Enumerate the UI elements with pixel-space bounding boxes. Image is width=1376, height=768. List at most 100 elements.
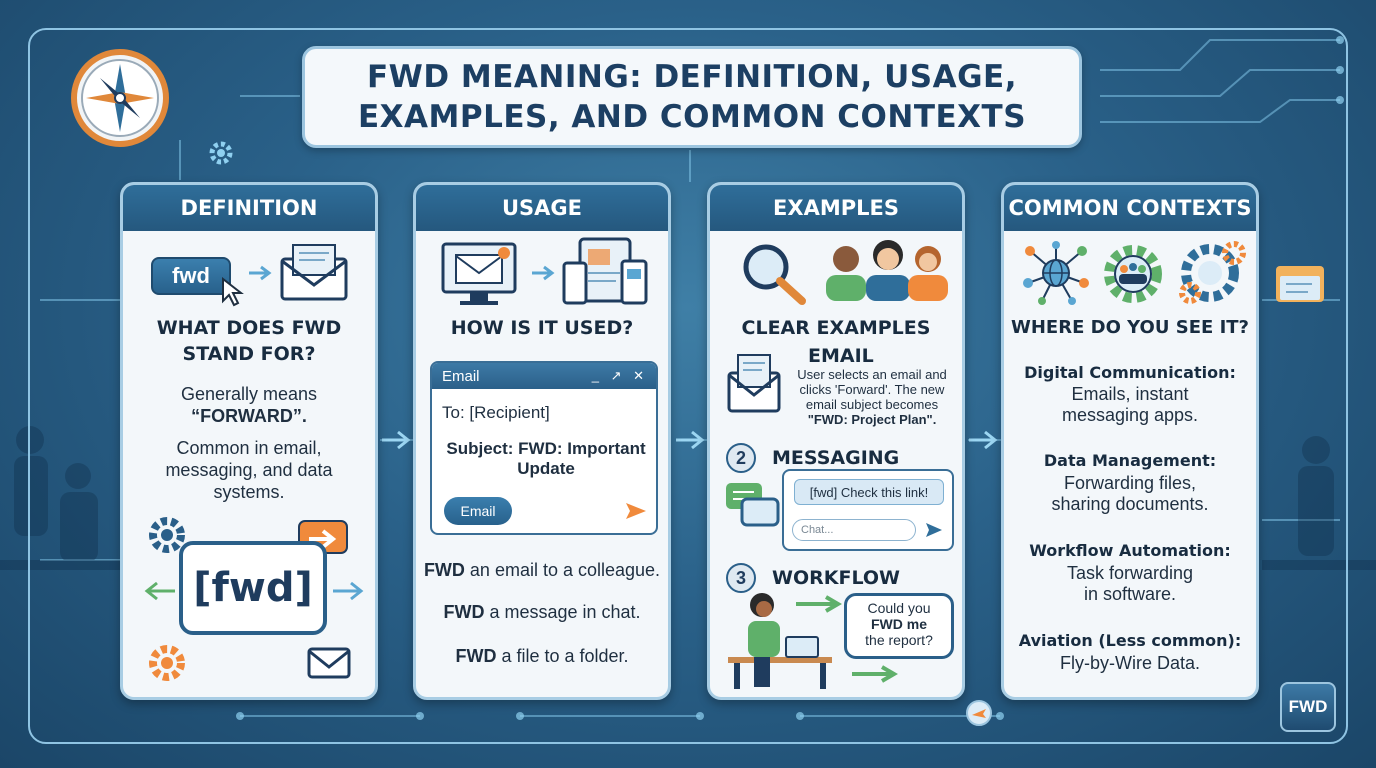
chat-input: Chat... <box>792 519 916 541</box>
usage-panel: USAGE HOW IS IT USED? Email _ ↗ ✕ To: [R… <box>413 182 671 700</box>
contexts-panel: COMMON CONTEXTS WHERE DO YOU SEE IT? Dig… <box>1001 182 1259 700</box>
fwd-logo: FWD <box>1280 682 1336 732</box>
gears-icon <box>1179 241 1246 304</box>
title-line-1: FWD MEANING: DEFINITION, USAGE, <box>366 59 1017 95</box>
definition-header: DEFINITION <box>123 185 375 231</box>
team-gear-icon <box>1104 245 1162 303</box>
email-send-button: Email <box>444 497 512 525</box>
title-line-2: EXAMPLES, AND COMMON CONTEXTS <box>357 99 1027 135</box>
envelope-icon <box>280 244 348 301</box>
speech-line-2: FWD me <box>871 616 927 632</box>
speech-line-1: Could you <box>867 600 931 616</box>
email-title: Email <box>442 367 480 385</box>
contexts-question: WHERE DO YOU SEE IT? <box>1011 317 1249 338</box>
email-to-line: To: [Recipient] <box>442 403 550 422</box>
definition-common-1: Common in email, <box>176 438 322 458</box>
usage-example-1-keyword: FWD <box>423 560 465 580</box>
person-at-desk-icon <box>728 593 832 689</box>
email-example-desc-3: email subject becomes <box>805 397 939 412</box>
email-example-desc-2: clicks 'Forward'. The new <box>799 382 945 397</box>
arrow-right-icon <box>532 265 555 281</box>
context-title-4: Aviation (Less common): <box>1018 631 1242 650</box>
email-window: Email _ ↗ ✕ To: [Recipient] Subject: FWD… <box>430 361 658 535</box>
usage-example-2-keyword: FWD <box>443 602 485 622</box>
people-icon <box>826 240 948 301</box>
context-desc-1a: Emails, instant <box>1071 384 1189 404</box>
arrow-right-icon <box>333 581 364 601</box>
usage-example-3-keyword: FWD <box>455 646 497 666</box>
envelope-icon <box>727 354 781 413</box>
workflow-example-label: WORKFLOW <box>772 567 900 589</box>
definition-common-2: messaging, and data <box>165 460 333 480</box>
examples-panel: EXAMPLES CLEAR EXAMPLES EMAIL User selec… <box>707 182 965 700</box>
email-title-bar: Email _ ↗ ✕ <box>432 363 656 389</box>
chat-window: [fwd] Check this link! Chat... <box>782 469 954 551</box>
monitor-icon <box>441 242 517 305</box>
chat-bubbles-icon <box>726 483 780 527</box>
flow-arrow-icon <box>969 430 998 450</box>
email-example-desc-1: User selects an email and <box>797 367 947 382</box>
network-globe-icon <box>1023 241 1089 305</box>
usage-question: HOW IS IT USED? <box>450 317 634 339</box>
context-desc-2a: Forwarding files, <box>1063 473 1197 493</box>
email-subject-line-1: Subject: FWD: Important <box>446 439 646 458</box>
title-banner: FWD MEANING: DEFINITION, USAGE, EXAMPLES… <box>302 46 1082 148</box>
context-title-3: Workflow Automation: <box>1029 541 1231 560</box>
email-example-desc-4: "FWD: Project Plan". <box>807 412 937 427</box>
cursor-icon <box>222 277 244 307</box>
context-title-2: Data Management: <box>1043 451 1217 470</box>
fwd-button: fwd <box>151 257 231 295</box>
folder-icon <box>1276 266 1324 302</box>
usage-example-1-text: an email to a colleague. <box>464 560 661 580</box>
context-desc-2b: sharing documents. <box>1051 494 1209 514</box>
step-number-2: 2 <box>726 443 756 473</box>
envelope-icon <box>307 647 351 679</box>
usage-example-2: FWD a message in chat. <box>416 601 668 623</box>
window-controls: _ ↗ ✕ <box>591 368 648 383</box>
usage-example-2-text: a message in chat. <box>484 602 641 622</box>
flow-arrow-icon <box>382 430 411 450</box>
airplane-badge-icon <box>966 700 992 726</box>
gear-icon <box>149 645 185 681</box>
usage-example-3: FWD a file to a folder. <box>416 645 668 667</box>
context-desc-4a: Fly-by-Wire Data. <box>1059 653 1200 673</box>
context-desc-3b: in software. <box>1083 584 1177 604</box>
arrow-left-icon <box>144 581 175 601</box>
usage-header: USAGE <box>416 185 668 231</box>
definition-question-2: STAND FOR? <box>182 343 316 365</box>
usage-example-1: FWD an email to a colleague. <box>416 559 668 581</box>
definition-means-1: Generally means <box>180 384 318 404</box>
definition-panel: DEFINITION fwd WHAT DOES FWD STAND FOR? … <box>120 182 378 700</box>
examples-heading: CLEAR EXAMPLES <box>741 317 931 339</box>
messaging-example-label: MESSAGING <box>772 447 900 469</box>
context-desc-3a: Task forwarding <box>1066 563 1194 583</box>
send-icon <box>626 503 646 519</box>
examples-header: EXAMPLES <box>710 185 962 231</box>
outer-frame <box>28 28 1348 744</box>
gear-icon <box>149 517 185 553</box>
fwd-speech-bubble: [fwd] <box>179 541 327 635</box>
contexts-header: COMMON CONTEXTS <box>1004 185 1256 231</box>
definition-common-3: systems. <box>213 482 285 502</box>
speech-line-3: the report? <box>865 632 933 648</box>
context-desc-1b: messaging apps. <box>1061 405 1199 425</box>
devices-icon <box>562 237 648 305</box>
arrow-right-icon <box>249 265 272 281</box>
usage-example-3-text: a file to a folder. <box>496 646 629 666</box>
gear-icon <box>209 141 233 165</box>
magnifier-icon <box>743 244 806 305</box>
arrow-right-icon <box>796 595 842 613</box>
workflow-speech-bubble: Could you FWD me the report? <box>844 593 954 659</box>
email-example-label: EMAIL <box>808 345 874 367</box>
arrow-right-icon <box>852 665 898 683</box>
step-number-3: 3 <box>726 563 756 593</box>
compass-icon <box>71 49 169 147</box>
send-icon <box>926 523 942 537</box>
chat-message: [fwd] Check this link! <box>794 479 944 505</box>
definition-means-2: “FORWARD”. <box>191 406 307 426</box>
context-title-1: Digital Communication: <box>1024 363 1236 382</box>
email-subject-line-2: Update <box>517 459 575 478</box>
flow-arrow-icon <box>676 430 705 450</box>
definition-question-1: WHAT DOES FWD <box>156 317 342 339</box>
